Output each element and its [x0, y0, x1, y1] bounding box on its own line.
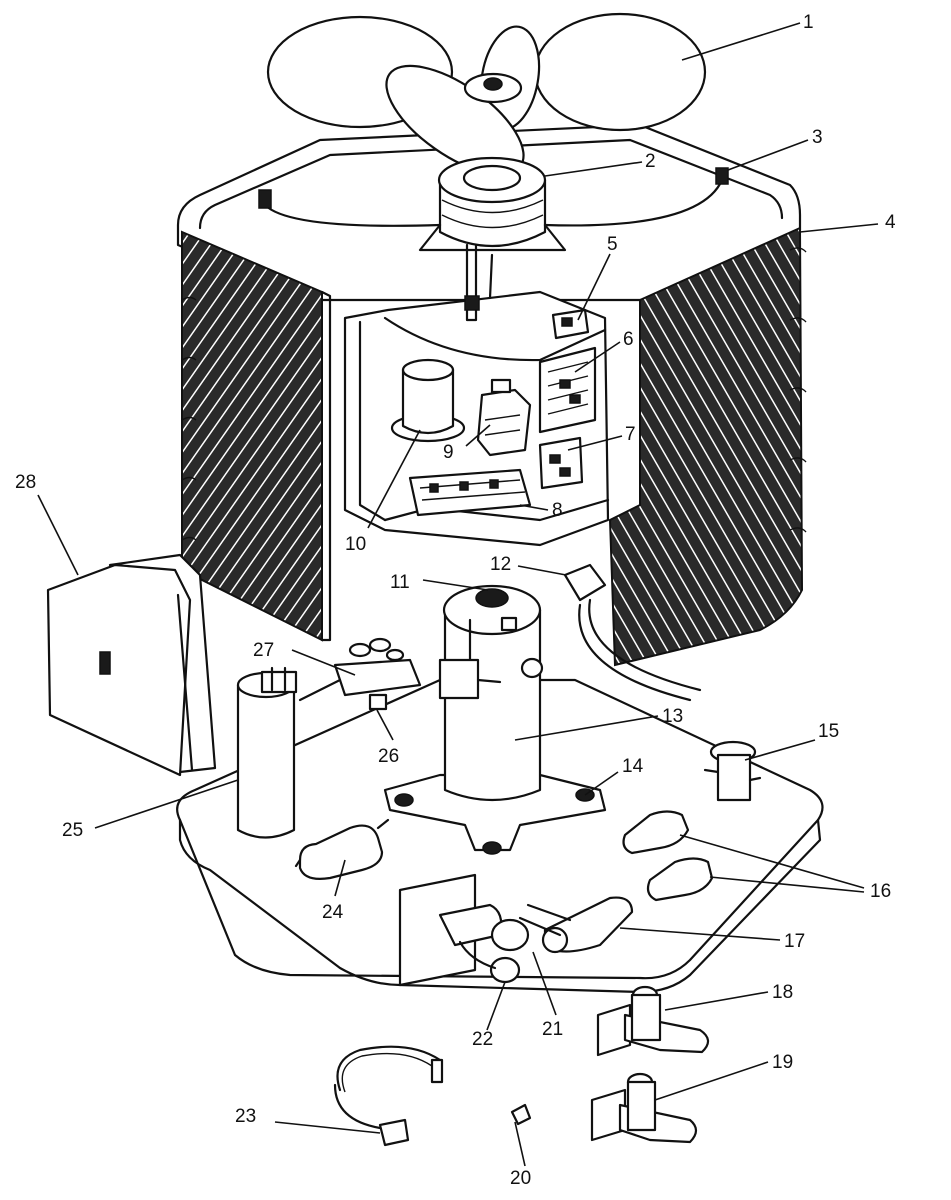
callout-22: 22	[472, 1029, 493, 1050]
callout-13: 13	[662, 706, 683, 727]
callout-17: 17	[784, 931, 805, 952]
callout-8: 8	[552, 500, 563, 521]
callout-16: 16	[870, 881, 891, 902]
right-condenser-coil	[608, 226, 807, 667]
callout-23: 23	[235, 1106, 256, 1127]
fan-guard	[258, 167, 729, 227]
callout-21: 21	[542, 1019, 563, 1040]
callout-18: 18	[772, 982, 793, 1003]
fan-blades	[266, 12, 707, 176]
check-valve	[518, 896, 634, 954]
compressor	[438, 584, 544, 802]
callout-1: 1	[803, 12, 814, 33]
callout-28: 28	[15, 472, 36, 493]
fan-motor	[418, 156, 567, 322]
callout-26: 26	[378, 746, 399, 767]
callout-15: 15	[818, 721, 839, 742]
valve-core	[510, 1103, 532, 1126]
pressure-switch	[563, 563, 702, 702]
callout-2: 2	[645, 151, 656, 172]
defrost-control	[538, 436, 584, 490]
control-board	[538, 346, 597, 434]
base-service-valve	[703, 740, 762, 802]
callout-24: 24	[322, 902, 344, 923]
accumulator	[236, 666, 298, 839]
callout-10: 10	[345, 534, 366, 555]
callout-20: 20	[510, 1168, 531, 1189]
leader-lines	[37, 22, 879, 1167]
callout-3: 3	[812, 127, 823, 148]
callout-9: 9	[443, 442, 454, 463]
left-condenser-coil	[181, 230, 332, 642]
callout-19: 19	[772, 1052, 793, 1073]
callout-7: 7	[625, 424, 636, 445]
callout-5: 5	[607, 234, 618, 255]
callout-labels: 1 2 3 4 5 6 7 8 9 10 11 12 13 14 15 16 1…	[15, 12, 896, 1189]
filter-drier	[294, 818, 390, 880]
liquid-line-fitting	[398, 873, 530, 987]
temperature-sensor	[333, 1045, 444, 1147]
service-valve-lower	[590, 1072, 698, 1144]
service-valve-upper	[596, 985, 710, 1057]
relay	[551, 308, 590, 340]
terminal-block	[408, 468, 532, 517]
callout-4: 4	[885, 212, 896, 233]
callout-25: 25	[62, 820, 83, 841]
contactor	[476, 378, 532, 457]
callout-27: 27	[253, 640, 274, 661]
capacitor	[390, 358, 466, 443]
callout-14: 14	[622, 756, 644, 777]
callout-12: 12	[490, 554, 511, 575]
callout-6: 6	[623, 329, 634, 350]
access-panel	[46, 553, 217, 777]
refrigerant-filters	[622, 810, 714, 902]
reversing-valve	[298, 637, 422, 711]
callout-11: 11	[390, 572, 410, 593]
